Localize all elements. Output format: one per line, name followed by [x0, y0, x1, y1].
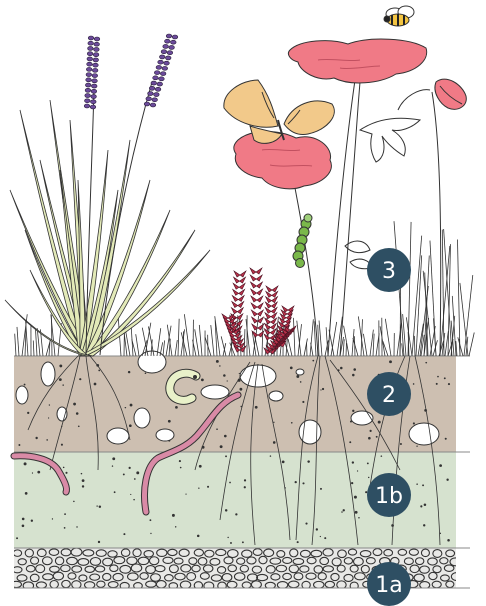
- badge-vegetation: 3: [367, 248, 411, 292]
- poppy-bud: [435, 79, 466, 109]
- butterfly-icon: [224, 80, 334, 143]
- badge-vegetation-label: 3: [382, 259, 396, 284]
- badge-subsoil: 1b: [367, 473, 411, 517]
- bee-icon: [384, 6, 414, 26]
- badge-subsoil-label: 1b: [375, 484, 403, 509]
- caterpillar-icon: [293, 214, 312, 268]
- red-sedum-plant: [222, 268, 296, 354]
- ornamental-grass: [5, 100, 210, 356]
- poppy-flower-small: [234, 132, 332, 189]
- fern-plant: [345, 118, 420, 269]
- badge-drainage-label: 1a: [375, 573, 402, 598]
- poppy-flower-large: [288, 39, 426, 83]
- badge-topsoil-label: 2: [382, 383, 396, 408]
- badge-drainage: 1a: [367, 562, 411, 606]
- badge-topsoil: 2: [367, 372, 411, 416]
